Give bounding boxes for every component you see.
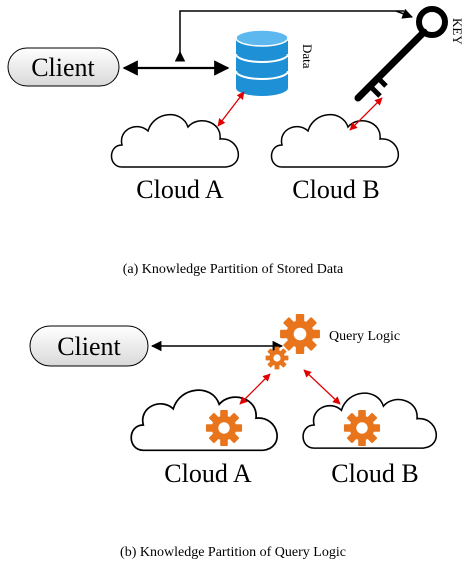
panel-a: Client Data KEY Cloud A Clo [7,6,465,277]
cloud-a-label-a: Cloud A [136,175,224,204]
client-label-a: Client [31,53,95,82]
key-label: KEY [450,18,465,45]
cloud-a-label-b: Cloud A [164,459,252,488]
client-label-b: Client [57,332,121,361]
gear-icon-cloud-b [343,409,381,447]
cloud-b-key-arrow [349,97,383,131]
cloud-b-icon [270,113,400,168]
database-icon [235,29,289,96]
cloud-a-icon-b [130,389,278,452]
key-arrowhead [395,8,413,19]
key-icon [354,6,448,102]
cloud-b-label-a: Cloud B [292,175,379,204]
client-node-b: Client [29,325,149,367]
panel-b: Client Query Logic Cloud A Cloud B (b) K… [29,314,438,560]
gear-icon-small [265,346,289,370]
caption-b: (b) Knowledge Partition of Query Logic [120,545,346,560]
client-key-line [179,10,404,57]
client-node-a: Client [7,47,120,87]
cloud-a-data-arrow [217,91,245,127]
query-cloud-b-arrow [303,369,341,405]
gear-icon-large [280,314,320,354]
cloud-b-label-b: Cloud B [331,459,418,488]
caption-a: (a) Knowledge Partition of Stored Data [123,262,344,277]
query-cloud-a-arrow [239,373,271,405]
data-label: Data [300,44,315,69]
cloud-a-icon [110,113,240,168]
query-logic-label: Query Logic [329,329,400,344]
gear-icon-cloud-a [205,409,243,447]
